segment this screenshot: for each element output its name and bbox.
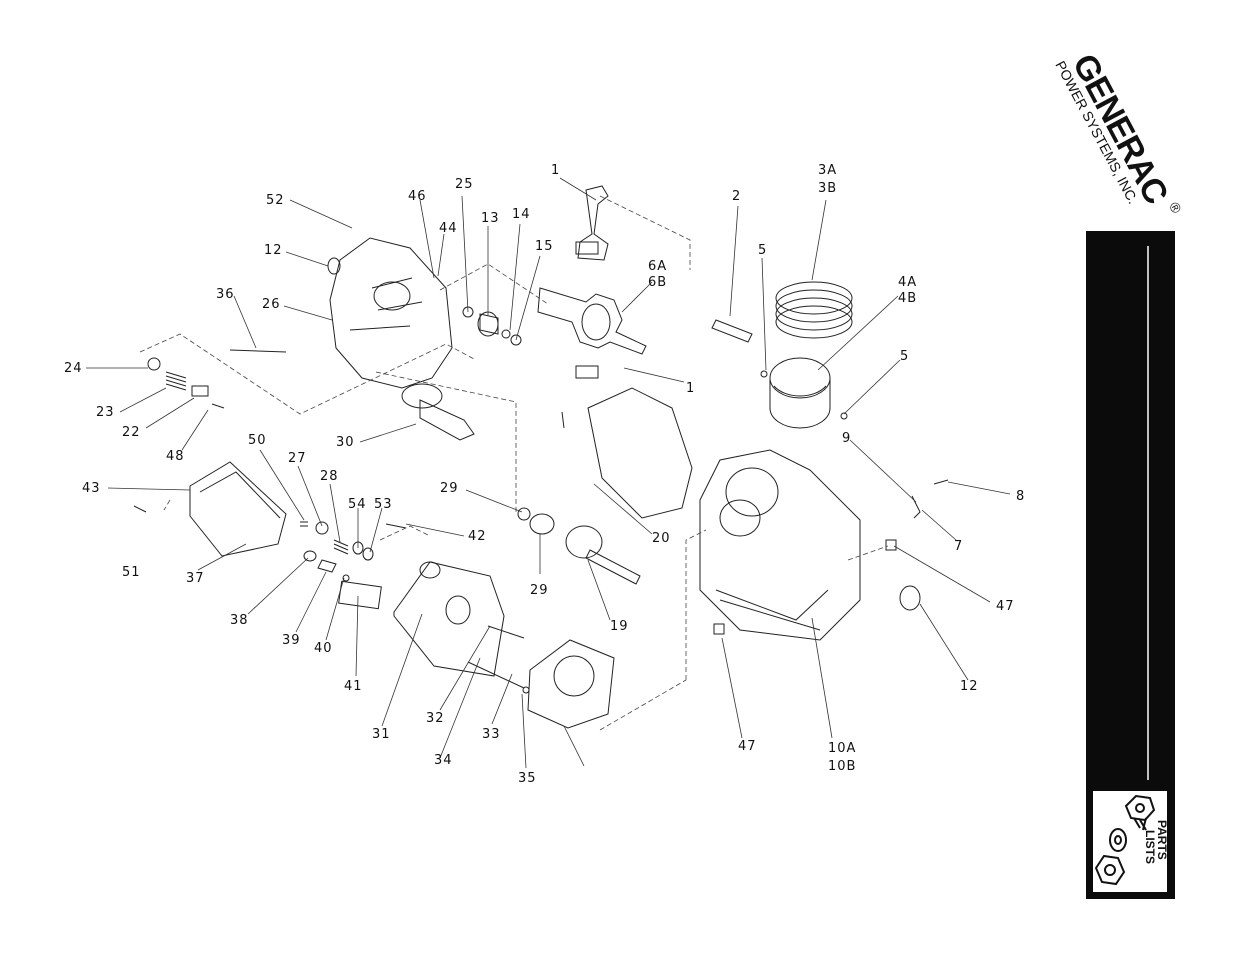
callouts: 1 2 3A 3B 52 46 25 44 13 14 15 12 5 6A 6… (64, 163, 1025, 786)
callout: 6B (648, 275, 667, 290)
callout: 33 (482, 727, 501, 742)
callout: 50 (248, 433, 267, 448)
callout: 6A (648, 259, 667, 274)
callout: 24 (64, 361, 83, 376)
callout: 23 (96, 405, 115, 420)
leader-lines (86, 177, 1011, 769)
callout: 54 (348, 497, 367, 512)
callout: 26 (262, 297, 281, 312)
callout: 29 (440, 481, 459, 496)
callout: 15 (535, 239, 554, 254)
callout: 5 (758, 243, 767, 258)
callout: 29 (530, 583, 549, 598)
callout: 20 (652, 531, 671, 546)
crankcase-gasket (587, 387, 693, 519)
callout: 27 (288, 451, 307, 466)
push-rod (229, 349, 287, 353)
parts-artwork (133, 185, 949, 729)
callout: 41 (344, 679, 363, 694)
callout: 40 (314, 641, 333, 656)
callout: 48 (166, 449, 185, 464)
callout: 51 (122, 565, 141, 580)
callout: 7 (954, 539, 963, 554)
piston (769, 357, 831, 429)
callout: 32 (426, 711, 445, 726)
governor-assembly (401, 383, 475, 441)
crankshaft (537, 287, 647, 355)
callout: 3A (818, 163, 837, 178)
tab-label-parts: PARTS (1155, 820, 1169, 860)
callout: 53 (374, 497, 393, 512)
callout: 5 (900, 349, 909, 364)
assembly-lines (139, 195, 889, 731)
callout: 36 (216, 287, 235, 302)
callout: 8 (1016, 489, 1025, 504)
callout: 2 (732, 189, 741, 204)
callout: 25 (455, 177, 474, 192)
callout: 39 (282, 633, 301, 648)
nut-bolt-icon (1094, 794, 1156, 886)
callout: 3B (818, 181, 837, 196)
callout: 46 (408, 189, 427, 204)
callout: 14 (512, 207, 531, 222)
callout: 9 (842, 431, 851, 446)
callout: 1 (551, 163, 560, 178)
callout: 4B (898, 291, 917, 306)
piston-rings (775, 281, 853, 339)
engine-block (699, 449, 861, 641)
callout: 38 (230, 613, 249, 628)
generac-logo: GENERAC ® POWER SYSTEMS, INC. (1052, 48, 1185, 217)
brand-registered: ® (1166, 199, 1185, 216)
callout: 37 (186, 571, 205, 586)
callout: 4A (898, 275, 917, 290)
callout: 10B (828, 759, 856, 774)
camshaft (565, 525, 641, 585)
spring-23 (165, 371, 187, 391)
callout: 42 (468, 529, 487, 544)
crankcase-cover (329, 237, 453, 389)
section-tab: PARTS LISTS (1086, 231, 1175, 899)
callout: 28 (320, 469, 339, 484)
callout: 12 (264, 243, 283, 258)
valve-cover (189, 461, 287, 557)
callout: 13 (481, 211, 500, 226)
callout: 1 (686, 381, 695, 396)
callout: 43 (82, 481, 101, 496)
tab-label-lists: LISTS (1143, 830, 1157, 864)
connecting-rod (575, 185, 609, 379)
callout: 52 (266, 193, 285, 208)
cylinder-head (393, 561, 505, 677)
callout: 44 (439, 221, 458, 236)
wrist-pin (711, 319, 753, 343)
head-gasket (527, 639, 615, 729)
callout: 47 (738, 739, 757, 754)
callout: 47 (996, 599, 1015, 614)
callout: 31 (372, 727, 391, 742)
callout: 22 (122, 425, 141, 440)
callout: 12 (960, 679, 979, 694)
callout: 35 (518, 771, 537, 786)
callout: 30 (336, 435, 355, 450)
callout: 34 (434, 753, 453, 768)
callout: 10A (828, 741, 856, 756)
callout: 19 (610, 619, 629, 634)
